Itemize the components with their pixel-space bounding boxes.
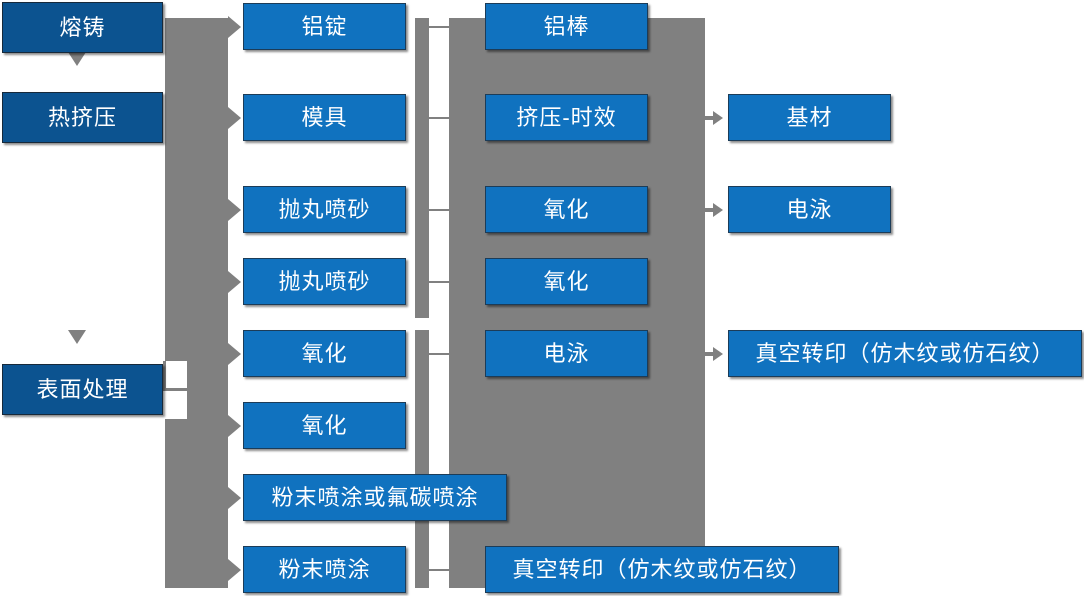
process-label-shot-blasting-2: 抛丸喷砂 (278, 268, 371, 294)
output-box-electrophoresis[interactable]: 电泳 (728, 186, 891, 233)
stage-label-hot-extrusion: 热挤压 (47, 104, 117, 130)
process-label-powder-coating: 粉末喷涂 (278, 556, 371, 582)
operation-box-electrophoresis[interactable]: 电泳 (485, 330, 648, 377)
process-box-mold[interactable]: 模具 (243, 94, 406, 141)
operation-label-extrusion-aging: 挤压-时效 (516, 104, 617, 130)
process-label-oxidation-2: 氧化 (301, 412, 348, 438)
operation-box-vacuum-transfer[interactable]: 真空转印（仿木纹或仿石纹） (485, 546, 839, 593)
operation-box-extrusion-aging[interactable]: 挤压-时效 (485, 94, 648, 141)
arrow-to-oxidation-2 (228, 415, 241, 437)
connector-melting-down-chevron (68, 52, 86, 66)
stage-box-surface-treatment[interactable]: 表面处理 (2, 364, 163, 415)
process-label-powder-or-fluorocarbon: 粉末喷涂或氟碳喷涂 (271, 484, 479, 510)
process-box-powder-or-fluorocarbon[interactable]: 粉末喷涂或氟碳喷涂 (243, 474, 507, 521)
rail-link-6 (429, 569, 449, 571)
process-box-powder-coating[interactable]: 粉末喷涂 (243, 546, 406, 593)
operation-label-oxidation-1: 氧化 (543, 196, 590, 222)
process-box-oxidation-1[interactable]: 氧化 (243, 330, 406, 377)
operation-label-electrophoresis: 电泳 (543, 340, 590, 366)
process-label-shot-blasting-1: 抛丸喷砂 (278, 196, 371, 222)
process-label-aluminum-ingot: 铝锭 (301, 13, 348, 39)
operation-box-oxidation-1[interactable]: 氧化 (485, 186, 648, 233)
process-box-aluminum-ingot[interactable]: 铝锭 (243, 3, 406, 50)
rail-link-2 (429, 117, 449, 119)
output-label-substrate: 基材 (786, 104, 833, 130)
rail-link-5 (429, 353, 449, 355)
arrow-tail-to-vacuum-transfer (705, 352, 715, 356)
connector-hot-extrusion-down-chevron (68, 330, 86, 344)
operation-label-vacuum-transfer: 真空转印（仿木纹或仿石纹） (512, 556, 812, 582)
connector-surface-treatment-line (163, 388, 191, 391)
process-label-oxidation-1: 氧化 (301, 340, 348, 366)
stage-box-hot-extrusion[interactable]: 热挤压 (2, 92, 163, 143)
operation-box-oxidation-2[interactable]: 氧化 (485, 258, 648, 305)
process-box-shot-blasting-2[interactable]: 抛丸喷砂 (243, 258, 406, 305)
stage-label-melting: 熔铸 (59, 14, 106, 40)
arrow-to-substrate (713, 111, 723, 125)
rail-vertical-left (415, 18, 429, 318)
process-label-mold: 模具 (301, 104, 348, 130)
arrow-to-oxidation-1 (228, 343, 241, 365)
arrow-tail-to-substrate (705, 116, 715, 120)
stage-label-surface-treatment: 表面处理 (36, 376, 129, 402)
output-label-electrophoresis: 电泳 (786, 196, 833, 222)
rail-link-3 (429, 209, 449, 211)
arrow-to-powder-fluorocarbon (228, 487, 241, 509)
rail-vertical-left-lower (415, 330, 429, 588)
arrow-to-mold (228, 107, 241, 129)
arrow-to-shot-blasting-1 (228, 199, 241, 221)
arrow-to-electrophoresis (713, 203, 723, 217)
operation-label-aluminum-bar: 铝棒 (543, 13, 590, 39)
arrow-tail-to-electrophoresis (705, 208, 715, 212)
output-box-vacuum-transfer[interactable]: 真空转印（仿木纹或仿石纹） (728, 330, 1082, 377)
feeder-bar-column2 (165, 18, 228, 588)
output-box-substrate[interactable]: 基材 (728, 94, 891, 141)
arrow-to-shot-blasting-2 (228, 271, 241, 293)
operation-label-oxidation-2: 氧化 (543, 268, 590, 294)
arrow-to-powder-coating (228, 559, 241, 581)
arrow-to-vacuum-transfer (713, 347, 723, 361)
rail-link-4 (429, 281, 449, 283)
process-box-shot-blasting-1[interactable]: 抛丸喷砂 (243, 186, 406, 233)
output-label-vacuum-transfer: 真空转印（仿木纹或仿石纹） (755, 340, 1055, 366)
rail-link-1 (429, 26, 449, 28)
stage-box-melting[interactable]: 熔铸 (2, 2, 163, 53)
arrow-to-aluminum-ingot (228, 16, 241, 38)
operation-box-aluminum-bar[interactable]: 铝棒 (485, 3, 648, 50)
process-box-oxidation-2[interactable]: 氧化 (243, 402, 406, 449)
connector-surface-treatment-riser (163, 361, 166, 391)
